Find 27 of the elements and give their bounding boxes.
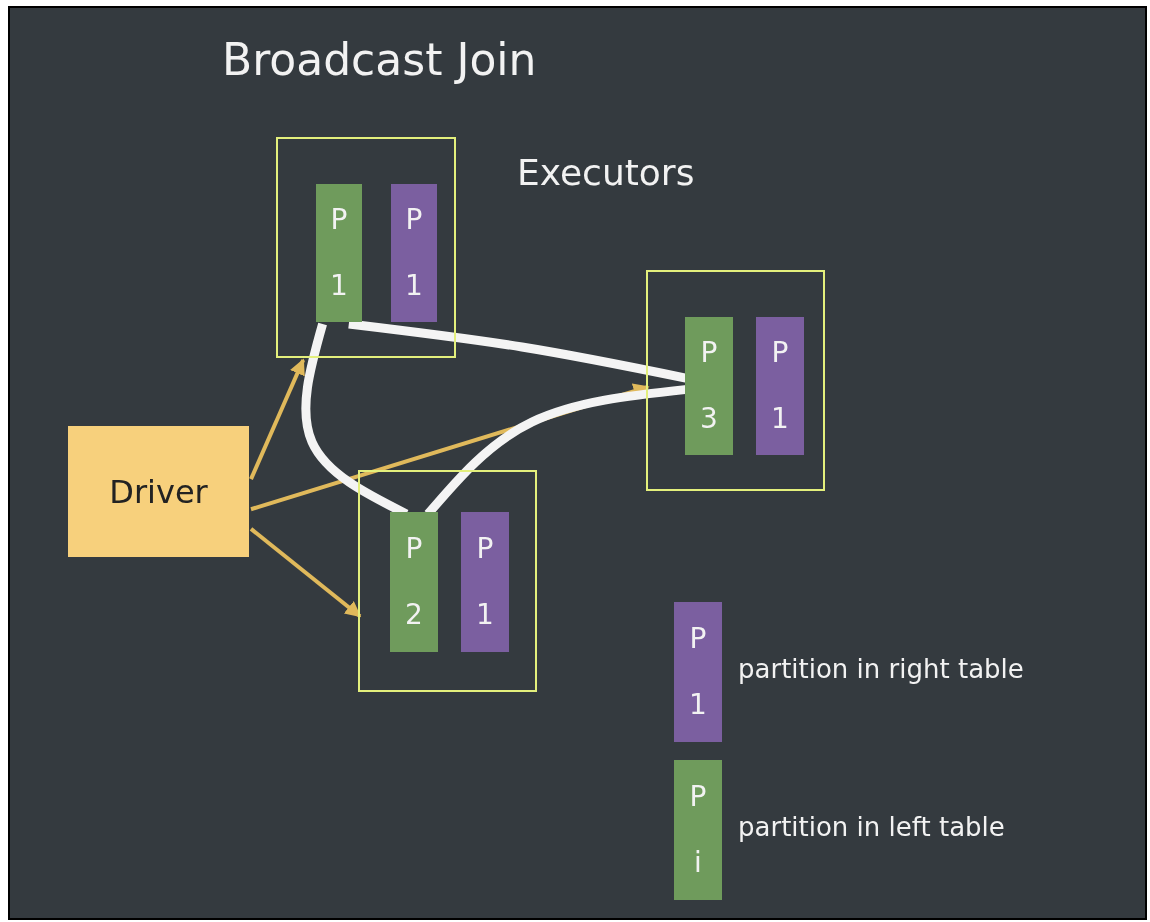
- partition-label: P i: [688, 779, 708, 881]
- left-partition-box: [390, 512, 438, 652]
- partition-label: P 1: [688, 621, 708, 723]
- partition-label: P 2: [404, 531, 424, 633]
- left-partition-box: [316, 184, 362, 322]
- executor-box: [646, 270, 825, 491]
- executor-box: [276, 137, 456, 358]
- right-partition-box: [461, 512, 509, 652]
- partition-label: P 3: [699, 335, 719, 437]
- right-partition-box: [391, 184, 437, 322]
- arrow: [249, 358, 306, 480]
- left-partition-box: [685, 317, 733, 455]
- section-label: Executors: [517, 152, 695, 193]
- partition-label: P 1: [404, 202, 424, 304]
- right-partition-box: [674, 602, 722, 742]
- legend-text: partition in right table: [738, 654, 1024, 684]
- node-label: Driver: [109, 472, 208, 511]
- executor-box: [358, 470, 537, 692]
- partition-label: P 1: [770, 335, 790, 437]
- partition-label: P 1: [329, 202, 349, 304]
- title: Broadcast Join: [222, 34, 537, 85]
- arrow: [249, 527, 362, 618]
- left-partition-box: [674, 760, 722, 900]
- right-partition-box: [756, 317, 804, 455]
- partition-label: P 1: [475, 531, 495, 633]
- legend-text: partition in left table: [738, 812, 1005, 842]
- driver-box: [68, 426, 249, 557]
